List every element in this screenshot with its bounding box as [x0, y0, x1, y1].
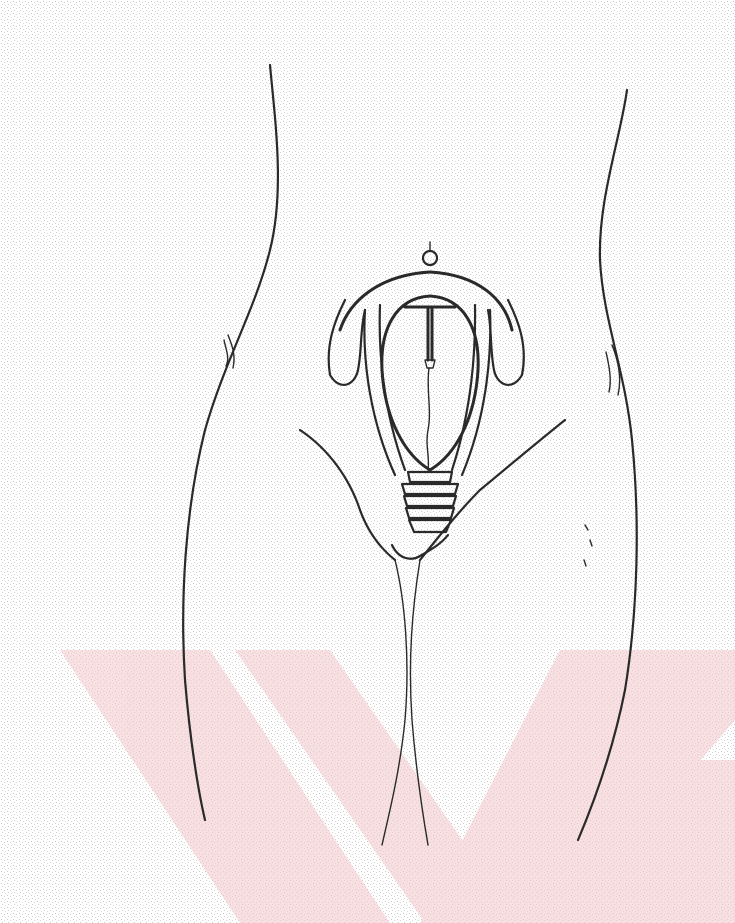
anatomical-illustration	[0, 0, 735, 923]
